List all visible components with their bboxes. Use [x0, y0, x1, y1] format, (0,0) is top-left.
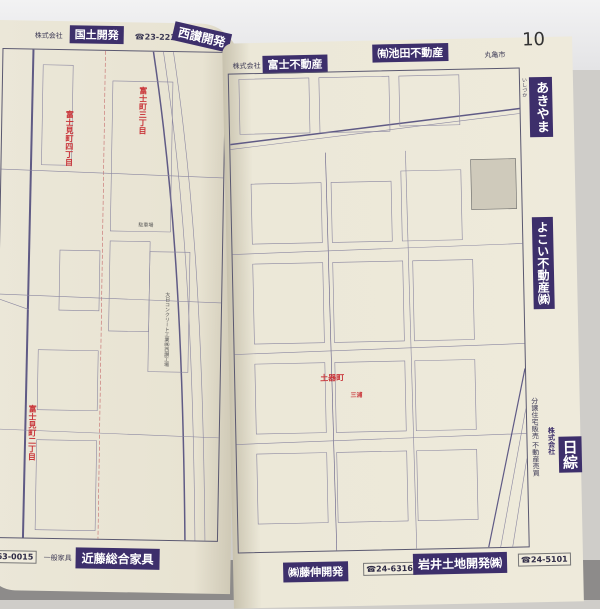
district-label: 富士町三丁目 — [138, 86, 148, 135]
ad-prefix: 株式会社 — [34, 31, 63, 41]
ad-nisso: 日綜 — [558, 436, 583, 473]
ad-kokudo-kaihatsu: 国土開発 — [69, 25, 124, 45]
ad-iwai-tochi-kaihatsu: 岩井土地開発㈱ — [412, 551, 508, 575]
district-label: 富士見町四丁目 — [64, 110, 75, 167]
ad-akiyama: あきやま — [528, 76, 554, 138]
ad-phone: ☎24-6316 — [363, 561, 416, 576]
right-map-drawing — [230, 74, 528, 551]
district-label: 富士見町二丁目 — [27, 404, 38, 461]
ad-yokoi-fudosan: よこい不動産㈱ — [531, 216, 555, 310]
ad-prefix: 株式会社 — [232, 61, 261, 71]
right-map: 土器町 三浦 — [227, 67, 530, 554]
ad-tagline: 分譲住宅販売 不動産売買 — [530, 397, 541, 477]
ad-toshin-kaihatsu: ㈱藤伸開発 — [283, 561, 349, 583]
ad-kondo-furniture: 近藤総合家具 — [75, 547, 160, 570]
left-page: 株式会社 国土開発 ☎23-2231 西讃開発 富士見町四丁目 — [0, 19, 240, 595]
ad-phone: ☎24-5101 — [517, 552, 571, 567]
sub-district-label: 三浦 — [350, 391, 363, 400]
ad-prefix: 株式会社 — [547, 426, 556, 455]
left-map-drawing — [0, 49, 224, 541]
right-page: 株式会社 富士不動産 ㈲池田不動産 丸亀市 10 — [222, 29, 584, 609]
city-label: 丸亀市 — [484, 50, 506, 60]
left-map: 富士見町四丁目 富士町三丁目 富士見町二丁目 駐車場 大日コンクリート工業㈱西讃… — [0, 48, 227, 542]
ad-prefix: いしづか — [520, 77, 528, 98]
map-label-parking: 駐車場 — [138, 222, 154, 229]
ad-ikeda-fudosan: ㈲池田不動産 — [372, 42, 449, 63]
page-number: 10 — [521, 28, 546, 51]
ad-prefix: 一般家具 — [43, 553, 72, 563]
ad-phone: 63-0015 — [0, 549, 37, 564]
district-label: 土器町 — [320, 373, 345, 383]
map-label-factory: 大日コンクリート工業㈱西讃工場 — [162, 291, 171, 367]
